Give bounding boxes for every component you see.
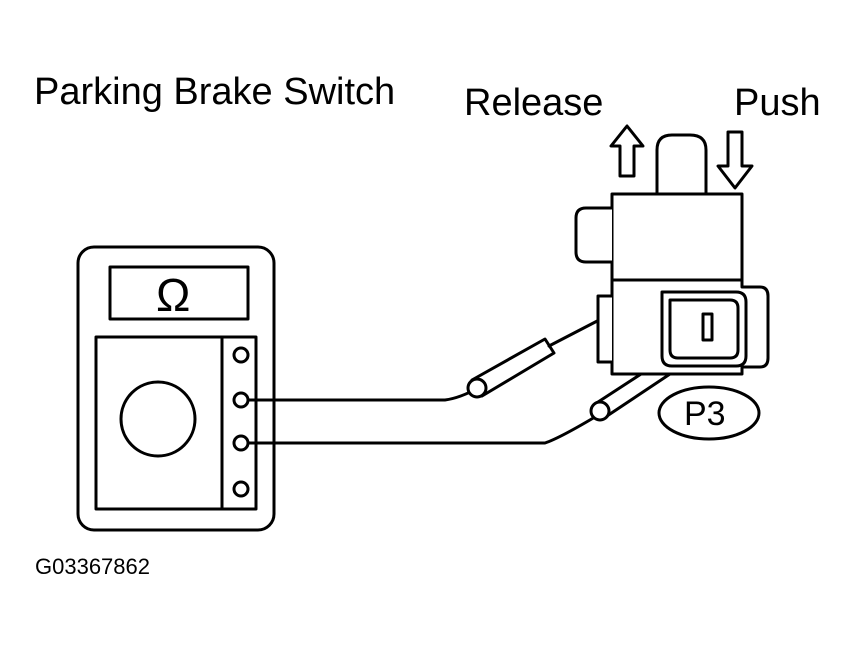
switch-side-tab — [574, 206, 614, 264]
ohmmeter-dial[interactable] — [119, 380, 197, 458]
switch-lower-tab — [596, 294, 614, 364]
parking-brake-switch — [574, 133, 770, 376]
switch-plunger[interactable] — [655, 133, 708, 196]
terminal-p3-pin[interactable] — [701, 312, 714, 342]
ohmmeter-jack-1[interactable] — [232, 346, 250, 364]
connector-inner — [668, 298, 740, 360]
down-arrow-icon — [716, 130, 754, 190]
probe-lower-tip-end — [589, 400, 611, 422]
lead-wire-upper — [246, 386, 480, 402]
probe-upper-needle — [547, 316, 605, 348]
diagram-title: Parking Brake Switch — [34, 71, 396, 113]
push-label: Push — [734, 82, 821, 124]
figure-code: G03367862 — [35, 554, 150, 579]
up-arrow-icon — [609, 124, 645, 178]
ohmmeter-jack-3[interactable] — [232, 434, 250, 452]
ohmmeter — [76, 245, 276, 532]
ohm-symbol: Ω — [156, 269, 191, 321]
ohmmeter-jack-2[interactable] — [232, 391, 250, 409]
test-probe-upper — [466, 316, 605, 399]
lead-wire-lower — [246, 412, 602, 445]
switch-upper-body — [610, 192, 744, 282]
terminal-label-ellipse — [657, 385, 761, 441]
ohmmeter-display — [108, 265, 250, 321]
terminal-label: P3 — [684, 395, 726, 433]
ohmmeter-jack-4[interactable] — [232, 480, 250, 498]
release-label: Release — [464, 82, 604, 124]
probe-upper-tip-end — [466, 377, 488, 399]
